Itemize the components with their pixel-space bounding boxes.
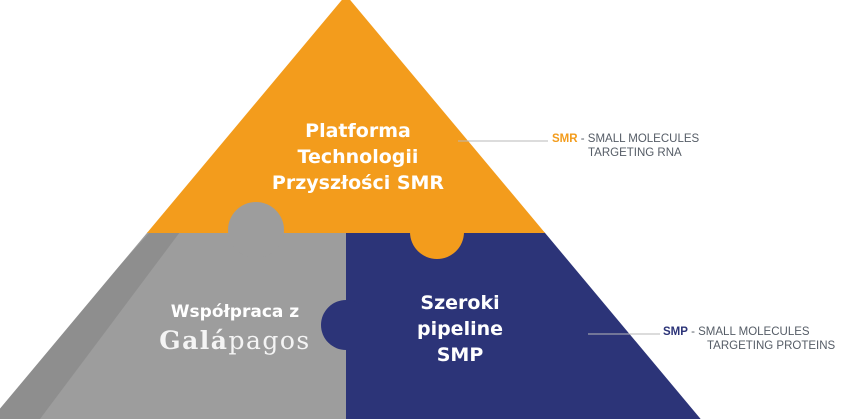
galapagos-logo-rest: pagos [228,326,311,355]
puzzle-tab-top-right [410,205,464,259]
smr-abbr: SMR [552,133,578,145]
top-segment [0,0,704,233]
galapagos-logo-bold: Galá [159,326,229,355]
smp-abbr: SMP [663,326,688,338]
puzzle-tab-top-left [228,202,284,258]
top-label-line-1: Platforma [305,120,411,142]
smr-annotation: SMR - SMALL MOLECULES TARGETING RNA [552,132,699,160]
top-label-line-2: Technologii [297,146,419,168]
top-label-line-3: Przyszłości SMR [271,172,445,194]
galapagos-logo: Galápagos [150,326,320,355]
right-label-line-1: Szeroki [420,292,500,314]
left-segment-label: Współpraca z Galápagos [150,300,320,355]
right-label-line-2: pipeline [416,318,504,340]
smr-line-2: TARGETING RNA [588,147,682,159]
smr-line-1: - SMALL MOLECULES [577,133,700,145]
smp-annotation: SMP - SMALL MOLECULES TARGETING PROTEINS [663,325,835,353]
right-label-line-3: SMP [436,344,484,366]
smp-line-1: - SMALL MOLECULES [687,326,810,338]
right-segment-label: Szeroki pipeline SMP [390,290,530,368]
top-segment-label: Platforma Technologii Przyszłości SMR [258,118,458,196]
puzzle-tab-middle [321,300,371,350]
left-label-line-1: Współpraca z [170,302,300,322]
smp-line-2: TARGETING PROTEINS [707,340,836,352]
